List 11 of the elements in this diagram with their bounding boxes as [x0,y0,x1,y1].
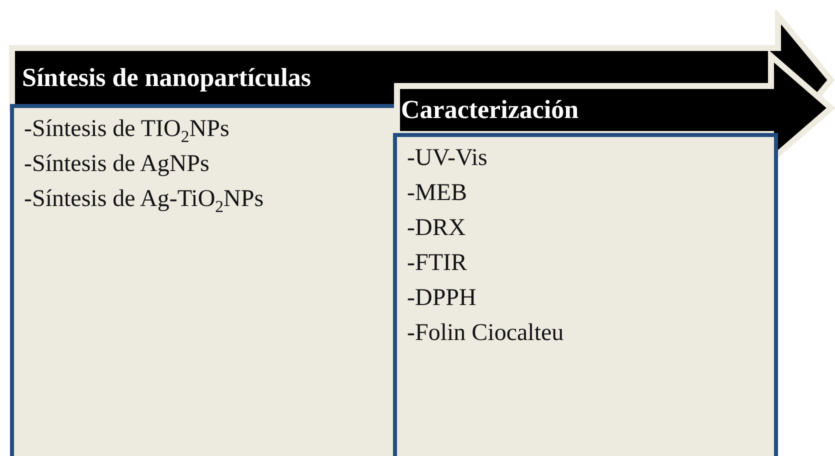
arrow-heading: Caracterización [401,95,579,125]
list-item: -Síntesis de TIO$_{2}$NPs [24,116,230,142]
list-item: -DRX [407,215,466,241]
list-item: -MEB [407,180,467,206]
arrow-heading: Síntesis de nanopartículas [22,63,311,93]
list-item: -Folin Ciocalteu [407,320,564,346]
list-item: -Síntesis de AgNPs [24,151,210,177]
list-item: -UV-Vis [407,145,488,171]
list-item: -Síntesis de Ag-TiO$_{2}$NPs [24,186,264,212]
list-item: -FTIR [407,250,467,276]
list-item: -DPPH [407,285,476,311]
